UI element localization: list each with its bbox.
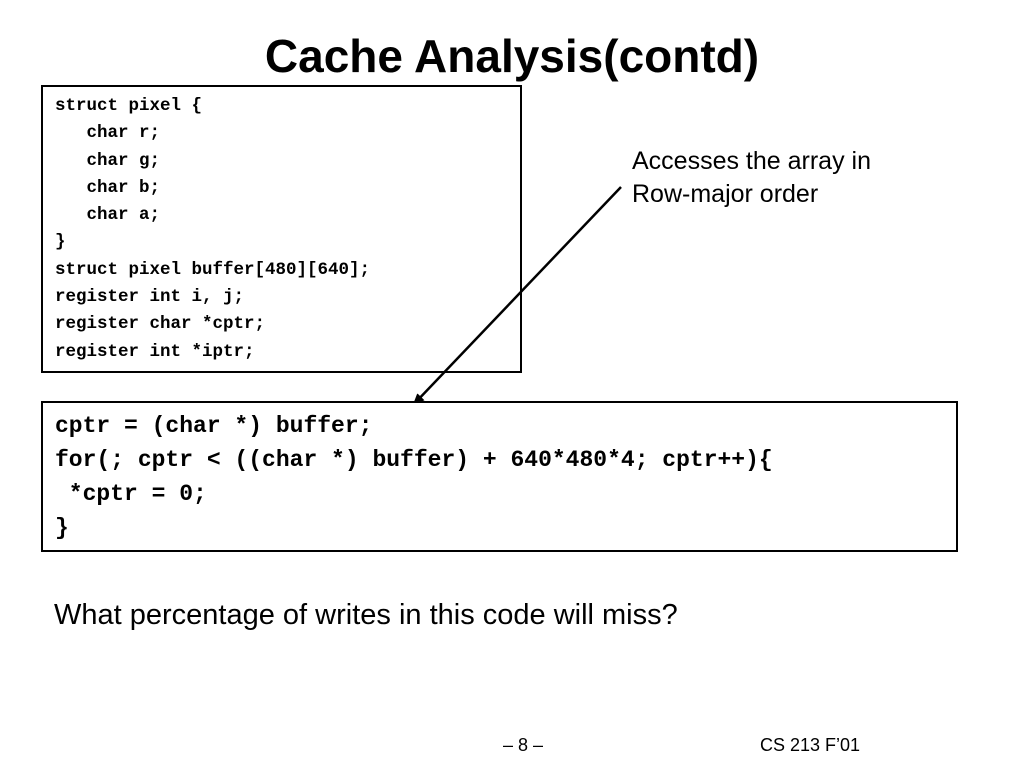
code-line: for(; cptr < ((char *) buffer) + 640*480… xyxy=(55,447,773,473)
code-line: cptr = (char *) buffer; xyxy=(55,413,373,439)
code-line: register int *iptr; xyxy=(55,341,255,362)
callout-line: Accesses the array in xyxy=(632,147,871,175)
code-line: char g; xyxy=(55,150,161,171)
code-line: struct pixel { xyxy=(55,96,203,116)
code-line: register char *cptr; xyxy=(55,314,266,335)
callout-annotation: Accesses the array in Row-major order xyxy=(632,145,962,211)
declarations-code-box: struct pixel { char r; char g; char b; c… xyxy=(41,85,522,373)
code-line: char b; xyxy=(55,177,161,198)
code-line: register int i, j; xyxy=(55,287,245,308)
code-line: } xyxy=(55,232,66,253)
code-line: struct pixel buffer[480][640]; xyxy=(55,259,371,280)
question-text: What percentage of writes in this code w… xyxy=(54,599,678,631)
loop-code-box: cptr = (char *) buffer; for(; cptr < ((ch… xyxy=(41,401,958,552)
course-label: CS 213 F’01 xyxy=(760,735,861,755)
code-line: char a; xyxy=(55,205,161,226)
code-line: *cptr = 0; xyxy=(55,481,207,507)
code-line: char r; xyxy=(55,123,161,144)
callout-line: Row-major order xyxy=(632,180,819,208)
slide-title: Cache Analysis(contd) xyxy=(264,30,760,82)
page-number: – 8 – xyxy=(503,735,544,755)
code-line: } xyxy=(55,515,69,541)
